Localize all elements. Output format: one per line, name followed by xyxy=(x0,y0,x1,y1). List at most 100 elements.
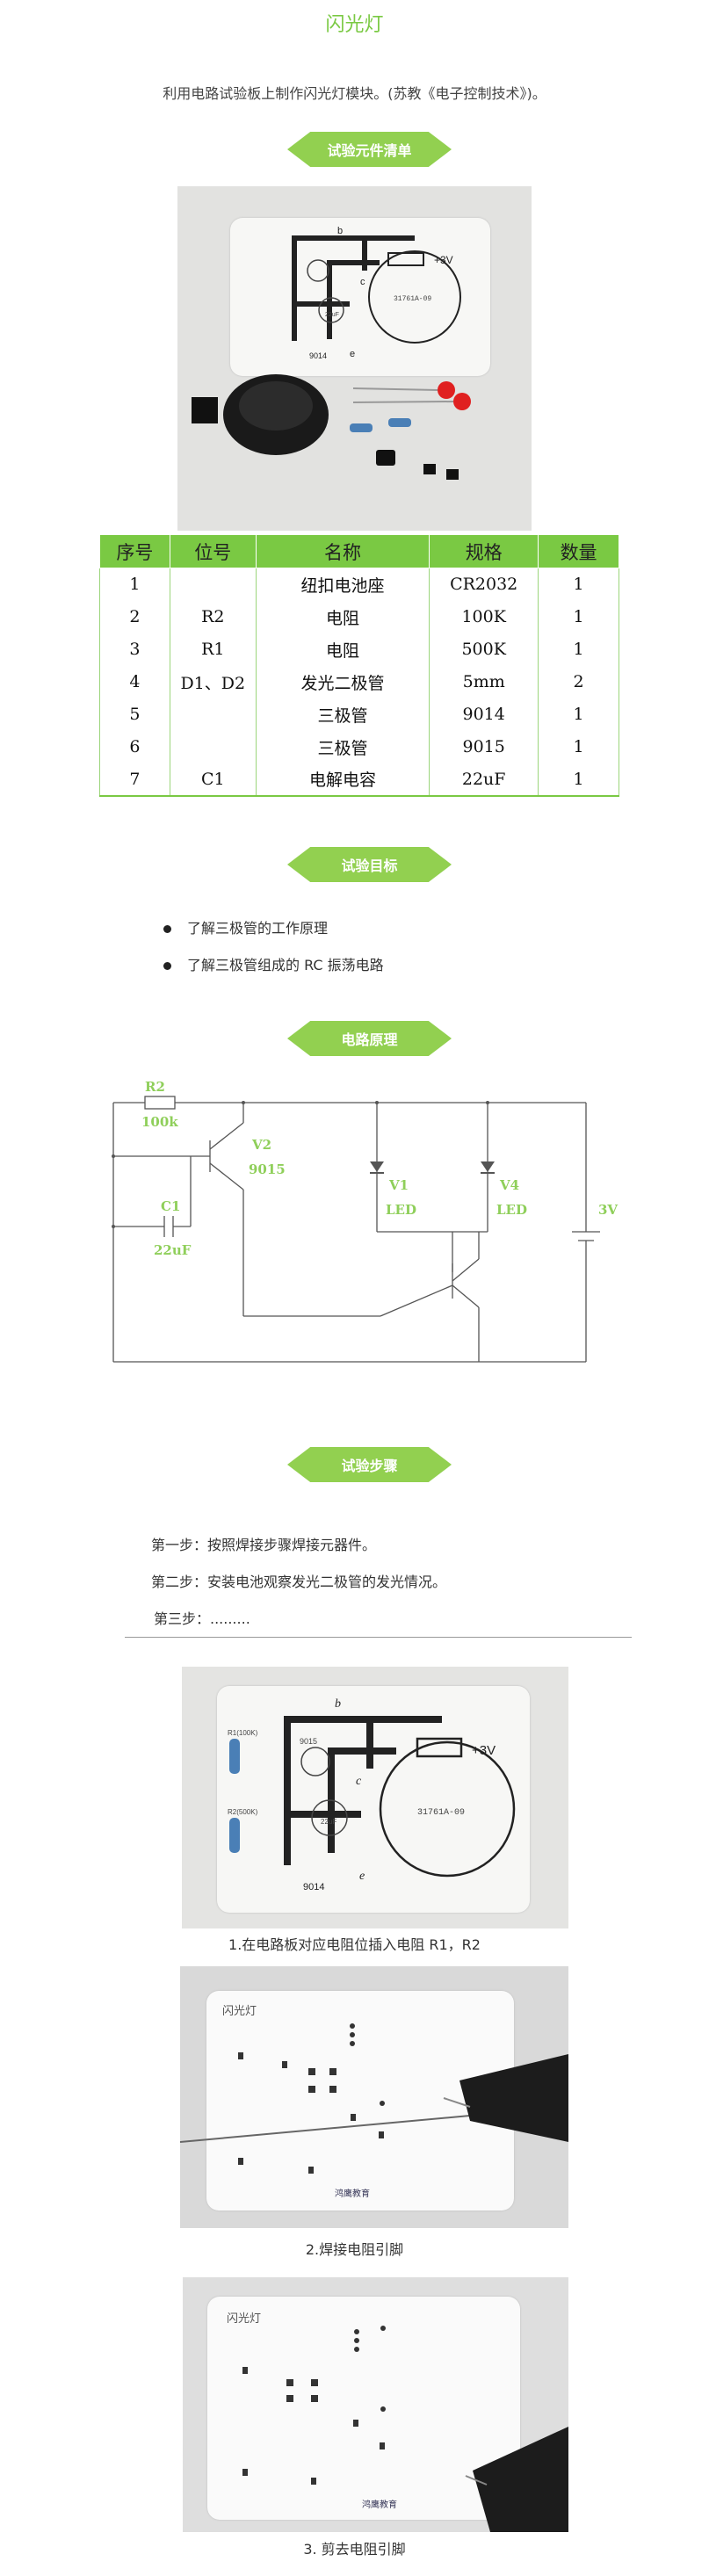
caption-2: 2.焊接电阻引脚 xyxy=(305,2241,404,2258)
pcb-cap-label: 22uF xyxy=(325,312,339,318)
soldering-iron xyxy=(180,2054,568,2143)
circuit-v4-type: LED xyxy=(496,1202,527,1218)
pcb-cap-label: 22uF xyxy=(321,1818,336,1826)
table-cell: 9015 xyxy=(429,730,539,763)
col-header-name: 名称 xyxy=(255,534,430,568)
caption-3: 3. 剪去电阻引脚 xyxy=(303,2541,406,2558)
intro-text: 利用电路试验板上制作闪光灯模块。(苏教《电子控制技术》)。 xyxy=(163,85,546,102)
circuit-diagram: R2 100k V2 9015 V1 LED V4 LED C1 22uF 3V xyxy=(112,1079,618,1363)
circuit-v2-label: V2 xyxy=(251,1137,271,1153)
table-cell: 4 xyxy=(99,665,170,698)
section-banner-steps: 试验步骤 xyxy=(287,1447,452,1482)
table-cell: 7 xyxy=(99,763,170,797)
table-row: 2 R2 电阻 100K 1 xyxy=(99,600,619,633)
page-title: 闪光灯 xyxy=(325,14,384,36)
table-cell: 电解电容 xyxy=(255,763,430,797)
table-cell: 500K xyxy=(429,633,539,666)
cutter-tool xyxy=(465,2427,568,2532)
section-banner-goals: 试验目标 xyxy=(287,847,452,882)
table-cell: 22uF xyxy=(429,763,539,797)
logo-text: 鸿鹰教育 xyxy=(335,2189,370,2199)
parts-photo: b c e +3V 31761A-09 22uF 9014 xyxy=(177,186,532,531)
pcb-r1-label: R1(100K) xyxy=(228,1729,258,1737)
pcb-chip-label: 9014 xyxy=(309,351,327,360)
circuit-battery-label: 3V xyxy=(598,1202,618,1218)
circuit-r2-label: R2 xyxy=(145,1079,165,1095)
table-row: 5 三极管 9014 1 xyxy=(99,698,619,731)
table-cell: 1 xyxy=(99,568,170,601)
circuit-c1-label: C1 xyxy=(161,1198,180,1214)
caption-1: 1.在电路板对应电阻位插入电阻 R1，R2 xyxy=(228,1936,481,1953)
solder-pads xyxy=(242,2326,386,2485)
col-header-qty: 数量 xyxy=(538,534,619,568)
table-cell: 电阻 xyxy=(255,633,430,666)
parts-table: 序号 位号 名称 规格 数量 1 纽扣电池座 CR2032 1 2 R2 电阻 … xyxy=(99,534,619,797)
pcb-3v-label: +3V xyxy=(434,254,453,266)
table-row: 1 纽扣电池座 CR2032 1 xyxy=(99,568,619,601)
pcb-board-back: 闪光灯 鸿鹰教育 xyxy=(207,2297,520,2520)
circuit-c1-value: 22uF xyxy=(154,1242,192,1258)
goal-item: 了解三极管组成的 RC 振荡电路 xyxy=(163,953,384,974)
table-cell: 1 xyxy=(538,763,619,797)
pcb-traces: b c e +3V 31761A-09 22uF 9014 xyxy=(292,226,461,360)
pcb-board: b c e +3V 31761A-09 22uF 9014 xyxy=(230,218,490,376)
section-banner-principle: 电路原理 xyxy=(287,1021,452,1056)
pcb-3v-label: +3V xyxy=(472,1743,496,1758)
step-2-text: 第二步：安装电池观察发光二极管的发光情况。 xyxy=(151,1574,447,1590)
bullet-icon xyxy=(163,925,171,933)
col-header-index: 序号 xyxy=(99,534,170,568)
col-header-ref: 位号 xyxy=(169,534,257,568)
table-cell: 2 xyxy=(538,665,619,698)
table-cell: 100K xyxy=(429,600,539,633)
solder-pads xyxy=(238,2023,385,2174)
step-photo-2: 闪光灯 鸿鹰教育 xyxy=(180,1966,568,2228)
table-cell xyxy=(169,730,257,763)
components-illustration xyxy=(192,374,471,480)
table-cell: R2 xyxy=(169,600,257,633)
table-cell xyxy=(169,568,257,601)
table-cell: 电阻 xyxy=(255,600,430,633)
pcb-e-label: e xyxy=(359,1870,365,1883)
table-cell: 1 xyxy=(538,730,619,763)
pcb-board: b c e 9015 +3V 31761A-09 22uF 9014 R1(10… xyxy=(217,1686,530,1913)
table-row: 4 D1、D2 发光二极管 5mm 2 xyxy=(99,665,619,698)
table-row: 3 R1 电阻 500K 1 xyxy=(99,633,619,666)
table-cell: 9014 xyxy=(429,698,539,731)
table-cell: 1 xyxy=(538,633,619,666)
section-divider xyxy=(125,1637,632,1638)
circuit-r2-value: 100k xyxy=(141,1114,178,1130)
table-cell: 3 xyxy=(99,633,170,666)
board-label: 闪光灯 xyxy=(227,2312,262,2326)
step-photo-3: 闪光灯 鸿鹰教育 xyxy=(183,2277,568,2532)
board-label: 闪光灯 xyxy=(222,2005,257,2018)
table-cell: C1 xyxy=(169,763,257,797)
table-cell: 5mm xyxy=(429,665,539,698)
table-cell: 5 xyxy=(99,698,170,731)
table-cell: 1 xyxy=(538,568,619,601)
table-cell: 三极管 xyxy=(255,698,430,731)
goal-text: 了解三极管的工作原理 xyxy=(187,920,329,937)
pcb-b-label: b xyxy=(335,1697,341,1711)
logo-text: 鸿鹰教育 xyxy=(362,2500,397,2510)
pcb-board-back: 闪光灯 鸿鹰教育 xyxy=(206,1991,514,2211)
table-header-row: 序号 位号 名称 规格 数量 xyxy=(99,534,619,568)
table-cell: 发光二极管 xyxy=(255,665,430,698)
circuit-v1-type: LED xyxy=(386,1202,416,1218)
table-cell: D1、D2 xyxy=(169,665,257,698)
pcb-c-label: c xyxy=(356,1775,362,1788)
pcb-chip-label: 9014 xyxy=(303,1882,324,1892)
table-cell: CR2032 xyxy=(429,568,539,601)
pcb-e-label: e xyxy=(350,349,355,359)
circuit-v2-model: 9015 xyxy=(249,1161,286,1177)
circuit-v1-label: V1 xyxy=(388,1177,409,1193)
step-3-text: 第三步：......... xyxy=(154,1610,250,1627)
table-row: 6 三极管 9015 1 xyxy=(99,730,619,763)
step-1-text: 第一步：按照焊接步骤焊接元器件。 xyxy=(151,1537,377,1553)
table-cell: 三极管 xyxy=(255,730,430,763)
pcb-chip2-label: 9015 xyxy=(300,1737,317,1746)
col-header-spec: 规格 xyxy=(429,534,539,568)
circuit-v4-label: V4 xyxy=(499,1177,519,1193)
table-row: 7 C1 电解电容 22uF 1 xyxy=(99,763,619,797)
table-cell: 1 xyxy=(538,600,619,633)
table-cell: 6 xyxy=(99,730,170,763)
